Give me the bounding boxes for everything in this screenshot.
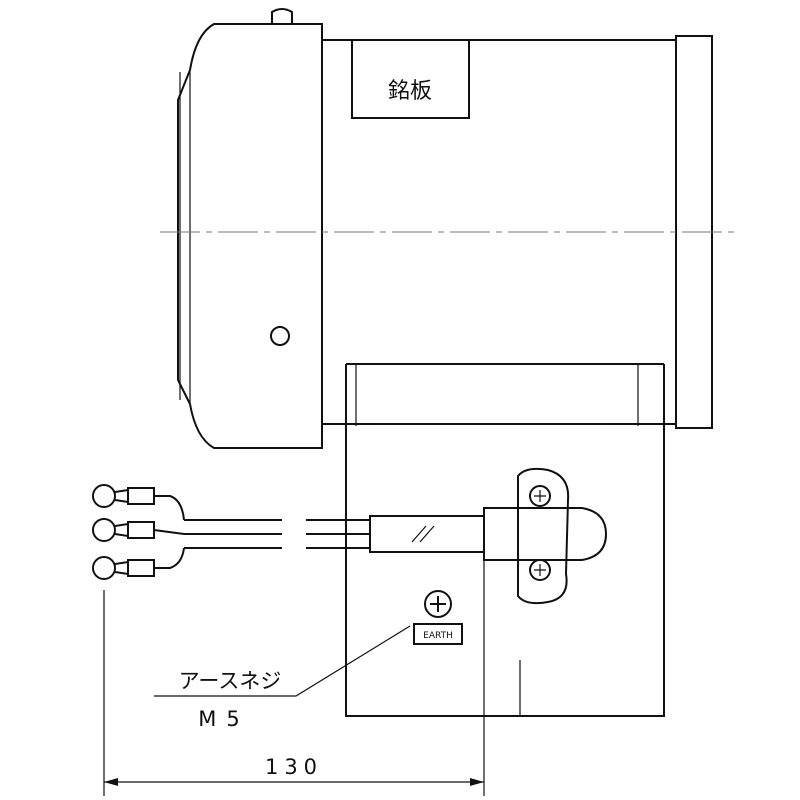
cable-clamp <box>483 467 608 605</box>
front-end-cover <box>177 23 323 449</box>
earth-screw <box>424 590 452 618</box>
earth-screw-callout: アースネジ M5 <box>154 625 411 731</box>
cable-conductors-left <box>184 519 282 549</box>
dim-arrow-right <box>470 778 484 786</box>
leader-line <box>154 625 411 697</box>
dim-arrow-left <box>104 778 118 786</box>
width-dimension: 130 <box>103 560 485 796</box>
cable-conductors-right <box>306 519 370 549</box>
clamp-bracket <box>517 467 570 605</box>
lead-cable <box>184 515 485 553</box>
motor-body: 銘板 <box>177 8 713 449</box>
terminal-box-outline <box>345 364 665 717</box>
cable-break-mark <box>411 525 435 543</box>
earth-terminal-plate <box>413 623 463 645</box>
nameplate-box <box>351 39 470 119</box>
terminal-box-flange <box>355 364 639 426</box>
nameplate-label: 銘板 <box>388 79 432 104</box>
top-lug <box>271 8 293 24</box>
cable-gland-boot <box>483 507 608 561</box>
clamp-screw-top-cross <box>534 490 546 502</box>
ring-terminal-1 <box>92 484 185 521</box>
clamp-screw-top <box>529 485 551 507</box>
cover-screw-hole <box>270 326 290 346</box>
terminal-box: EARTH <box>345 363 665 717</box>
dim-width-value: 130 <box>265 755 323 779</box>
clamp-screw-bottom-cross <box>534 564 546 576</box>
ring-terminals <box>92 484 185 580</box>
ring-terminal-3 <box>92 547 185 580</box>
screw-size-label: M5 <box>198 707 249 731</box>
ring-terminal-2 <box>92 518 185 542</box>
earth-terminal-marking: EARTH <box>423 631 453 641</box>
earth-screw-cross <box>430 596 446 612</box>
earth-screw-label: アースネジ <box>179 669 282 693</box>
